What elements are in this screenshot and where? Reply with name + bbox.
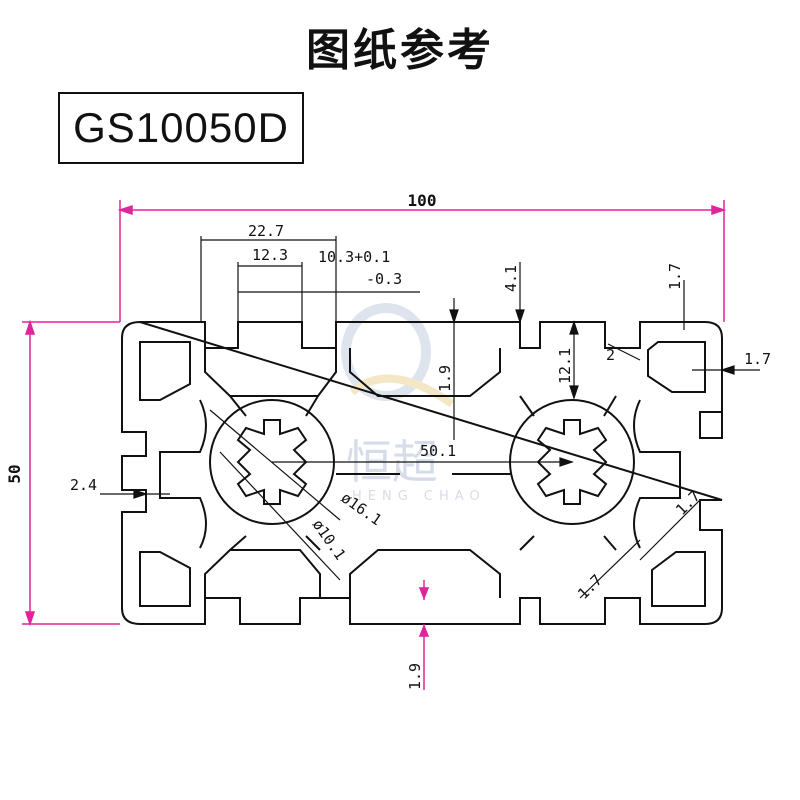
dim-inner-diameter: ø10.1 <box>309 516 350 563</box>
dim-slot-depth: 12.1 <box>556 348 574 384</box>
dim-slot-opening-tolerance: -0.3 <box>366 270 402 288</box>
page-title: 图纸参考 <box>306 25 494 76</box>
profile-outline <box>121 320 723 625</box>
dim-width: 100 <box>408 191 437 210</box>
dim-bottom-wall: 1.9 <box>406 663 424 690</box>
dim-slot-opening: 10.3+0.1 <box>318 248 390 266</box>
dim-left-wall: 2.4 <box>70 476 97 494</box>
dim-lip: 2 <box>606 346 615 364</box>
detail-dimension-lines <box>100 236 760 599</box>
dim-top-right: 1.7 <box>666 263 684 290</box>
watermark-brand-en: HENG CHAO <box>352 489 486 504</box>
dim-slot-inner: 12.3 <box>252 246 288 264</box>
dim-top-wall: 1.9 <box>436 365 454 392</box>
dim-height: 50 <box>5 464 24 483</box>
dim-top-depth: 4.1 <box>502 265 520 292</box>
model-number: GS10050D <box>73 104 289 151</box>
dim-center-distance: 50.1 <box>420 442 456 460</box>
dimension-lines <box>22 200 727 690</box>
dim-right-wall: 1.7 <box>744 350 771 368</box>
dim-slot-outer: 22.7 <box>248 222 284 240</box>
dim-web-a: 1.7 <box>574 571 606 603</box>
model-label-box: GS10050D <box>58 92 304 164</box>
